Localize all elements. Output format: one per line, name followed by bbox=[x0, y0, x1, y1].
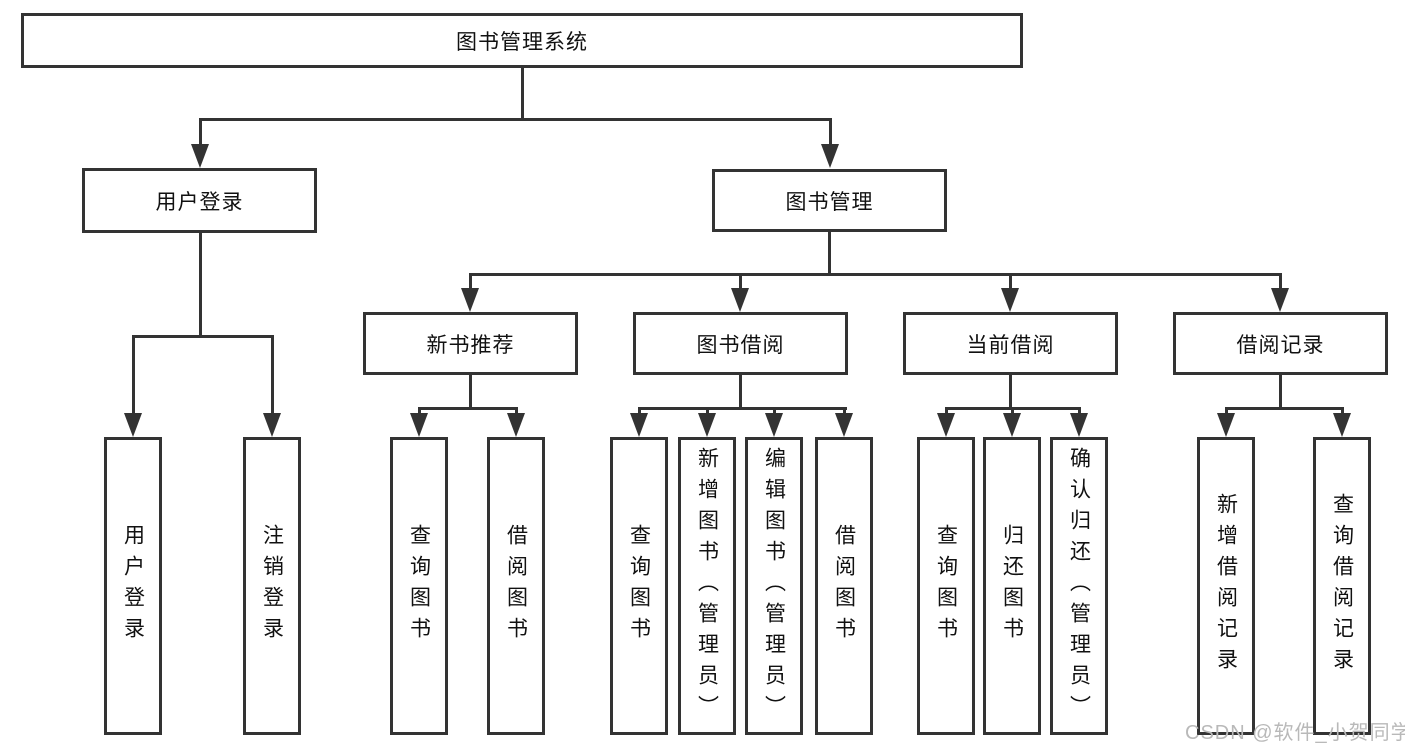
arrow-down-icon bbox=[1001, 288, 1019, 312]
arrow-down-icon bbox=[124, 413, 142, 437]
leaf-label: 查询图书 bbox=[934, 524, 958, 648]
arrow-down-icon bbox=[835, 413, 853, 437]
leaf-label: 新增图书（管理员） bbox=[695, 446, 719, 726]
connector-current-stem bbox=[1008, 375, 1012, 407]
leaf-user-login: 用户登录 bbox=[104, 437, 162, 735]
connector-l3-shaft bbox=[738, 273, 742, 288]
leaf-label: 编辑图书（管理员） bbox=[762, 446, 786, 726]
arrow-down-icon bbox=[630, 413, 648, 437]
node-label: 当前借阅 bbox=[966, 333, 1055, 357]
arrow-down-icon bbox=[731, 288, 749, 312]
arrow-down-icon bbox=[507, 413, 525, 437]
connector-l3-shaft bbox=[468, 273, 472, 288]
connector-leaf-shaft bbox=[417, 407, 421, 413]
leaf-newrec-borrow-books: 借阅图书 bbox=[487, 437, 545, 735]
node-borrowing-records: 借阅记录 bbox=[1173, 312, 1388, 375]
leaf-borrow-query-books: 查询图书 bbox=[610, 437, 668, 735]
arrow-down-icon bbox=[1217, 413, 1235, 437]
leaf-current-query-books: 查询图书 bbox=[917, 437, 975, 735]
connector-user-login-stem bbox=[198, 233, 202, 335]
arrow-down-icon bbox=[765, 413, 783, 437]
connector-leaf-shaft bbox=[705, 407, 709, 413]
leaf-logout: 注销登录 bbox=[243, 437, 301, 735]
arrow-down-icon bbox=[1070, 413, 1088, 437]
arrow-down-icon bbox=[1003, 413, 1021, 437]
node-label: 用户登录 bbox=[155, 190, 244, 214]
arrow-down-icon bbox=[698, 413, 716, 437]
connector-leaf-shaft bbox=[270, 335, 274, 413]
connector-records-stem bbox=[1278, 375, 1282, 407]
connector-borrow-rail bbox=[637, 407, 847, 410]
connector-leaf-shaft bbox=[131, 335, 135, 413]
arrow-down-icon bbox=[191, 144, 209, 168]
connector-leaf-shaft bbox=[772, 407, 776, 413]
arrow-down-icon bbox=[263, 413, 281, 437]
connector-book-mgmt-rail bbox=[468, 273, 1282, 276]
connector-l3-shaft bbox=[1278, 273, 1282, 288]
leaf-label: 借阅图书 bbox=[832, 524, 856, 648]
connector-leaf-shaft bbox=[944, 407, 948, 413]
connector-newrec-stem bbox=[468, 375, 472, 407]
connector-newrec-rail bbox=[417, 407, 518, 410]
leaf-current-confirm-return-admin: 确认归还（管理员） bbox=[1050, 437, 1108, 735]
leaf-label: 查询图书 bbox=[407, 524, 431, 648]
node-user-login: 用户登录 bbox=[82, 168, 317, 233]
node-label: 图书管理 bbox=[785, 190, 874, 214]
leaf-label: 借阅图书 bbox=[504, 524, 528, 648]
arrow-down-icon bbox=[410, 413, 428, 437]
connector-records-rail bbox=[1224, 407, 1344, 410]
leaf-label: 查询图书 bbox=[627, 524, 651, 648]
leaf-newrec-query-books: 查询图书 bbox=[390, 437, 448, 735]
node-current-borrowing: 当前借阅 bbox=[903, 312, 1118, 375]
connector-leaf-shaft bbox=[1077, 407, 1081, 413]
connector-book-mgmt-shaft bbox=[828, 118, 832, 144]
arrow-down-icon bbox=[461, 288, 479, 312]
arrow-down-icon bbox=[937, 413, 955, 437]
node-new-book-recommend: 新书推荐 bbox=[363, 312, 578, 375]
leaf-label: 查询借阅记录 bbox=[1330, 493, 1354, 679]
node-label: 图书管理系统 bbox=[456, 30, 588, 54]
leaf-label: 确认归还（管理员） bbox=[1067, 446, 1091, 726]
connector-root-rail bbox=[198, 118, 832, 121]
leaf-borrow-borrow-books: 借阅图书 bbox=[815, 437, 873, 735]
connector-leaf-shaft bbox=[514, 407, 518, 413]
node-book-management: 图书管理 bbox=[712, 169, 947, 232]
connector-leaf-shaft bbox=[1010, 407, 1014, 413]
connector-leaf-shaft bbox=[842, 407, 846, 413]
connector-book-mgmt-stem bbox=[827, 232, 831, 273]
arrow-down-icon bbox=[1271, 288, 1289, 312]
connector-leaf-shaft bbox=[1340, 407, 1344, 413]
csdn-watermark: CSDN @软件_小贺同学 bbox=[1185, 722, 1405, 744]
connector-leaf-shaft bbox=[637, 407, 641, 413]
connector-l3-shaft bbox=[1008, 273, 1012, 288]
leaf-current-return-books: 归还图书 bbox=[983, 437, 1041, 735]
node-label: 图书借阅 bbox=[696, 333, 785, 357]
leaf-label: 新增借阅记录 bbox=[1214, 493, 1238, 679]
leaf-label: 归还图书 bbox=[1000, 524, 1024, 648]
leaf-borrow-add-books-admin: 新增图书（管理员） bbox=[678, 437, 736, 735]
arrow-down-icon bbox=[1333, 413, 1351, 437]
node-label: 借阅记录 bbox=[1236, 333, 1325, 357]
leaf-records-add-record: 新增借阅记录 bbox=[1197, 437, 1255, 735]
leaf-label: 用户登录 bbox=[121, 524, 145, 648]
connector-user-login-rail bbox=[131, 335, 274, 338]
arrow-down-icon bbox=[821, 144, 839, 168]
leaf-records-query-record: 查询借阅记录 bbox=[1313, 437, 1371, 735]
node-library-system: 图书管理系统 bbox=[21, 13, 1023, 68]
connector-leaf-shaft bbox=[1224, 407, 1228, 413]
leaf-borrow-edit-books-admin: 编辑图书（管理员） bbox=[745, 437, 803, 735]
node-book-borrowing: 图书借阅 bbox=[633, 312, 848, 375]
connector-borrow-stem bbox=[738, 375, 742, 407]
node-label: 新书推荐 bbox=[426, 333, 515, 357]
leaf-label: 注销登录 bbox=[260, 524, 284, 648]
connector-user-login-shaft bbox=[198, 118, 202, 144]
connector-root-stem bbox=[520, 68, 524, 118]
